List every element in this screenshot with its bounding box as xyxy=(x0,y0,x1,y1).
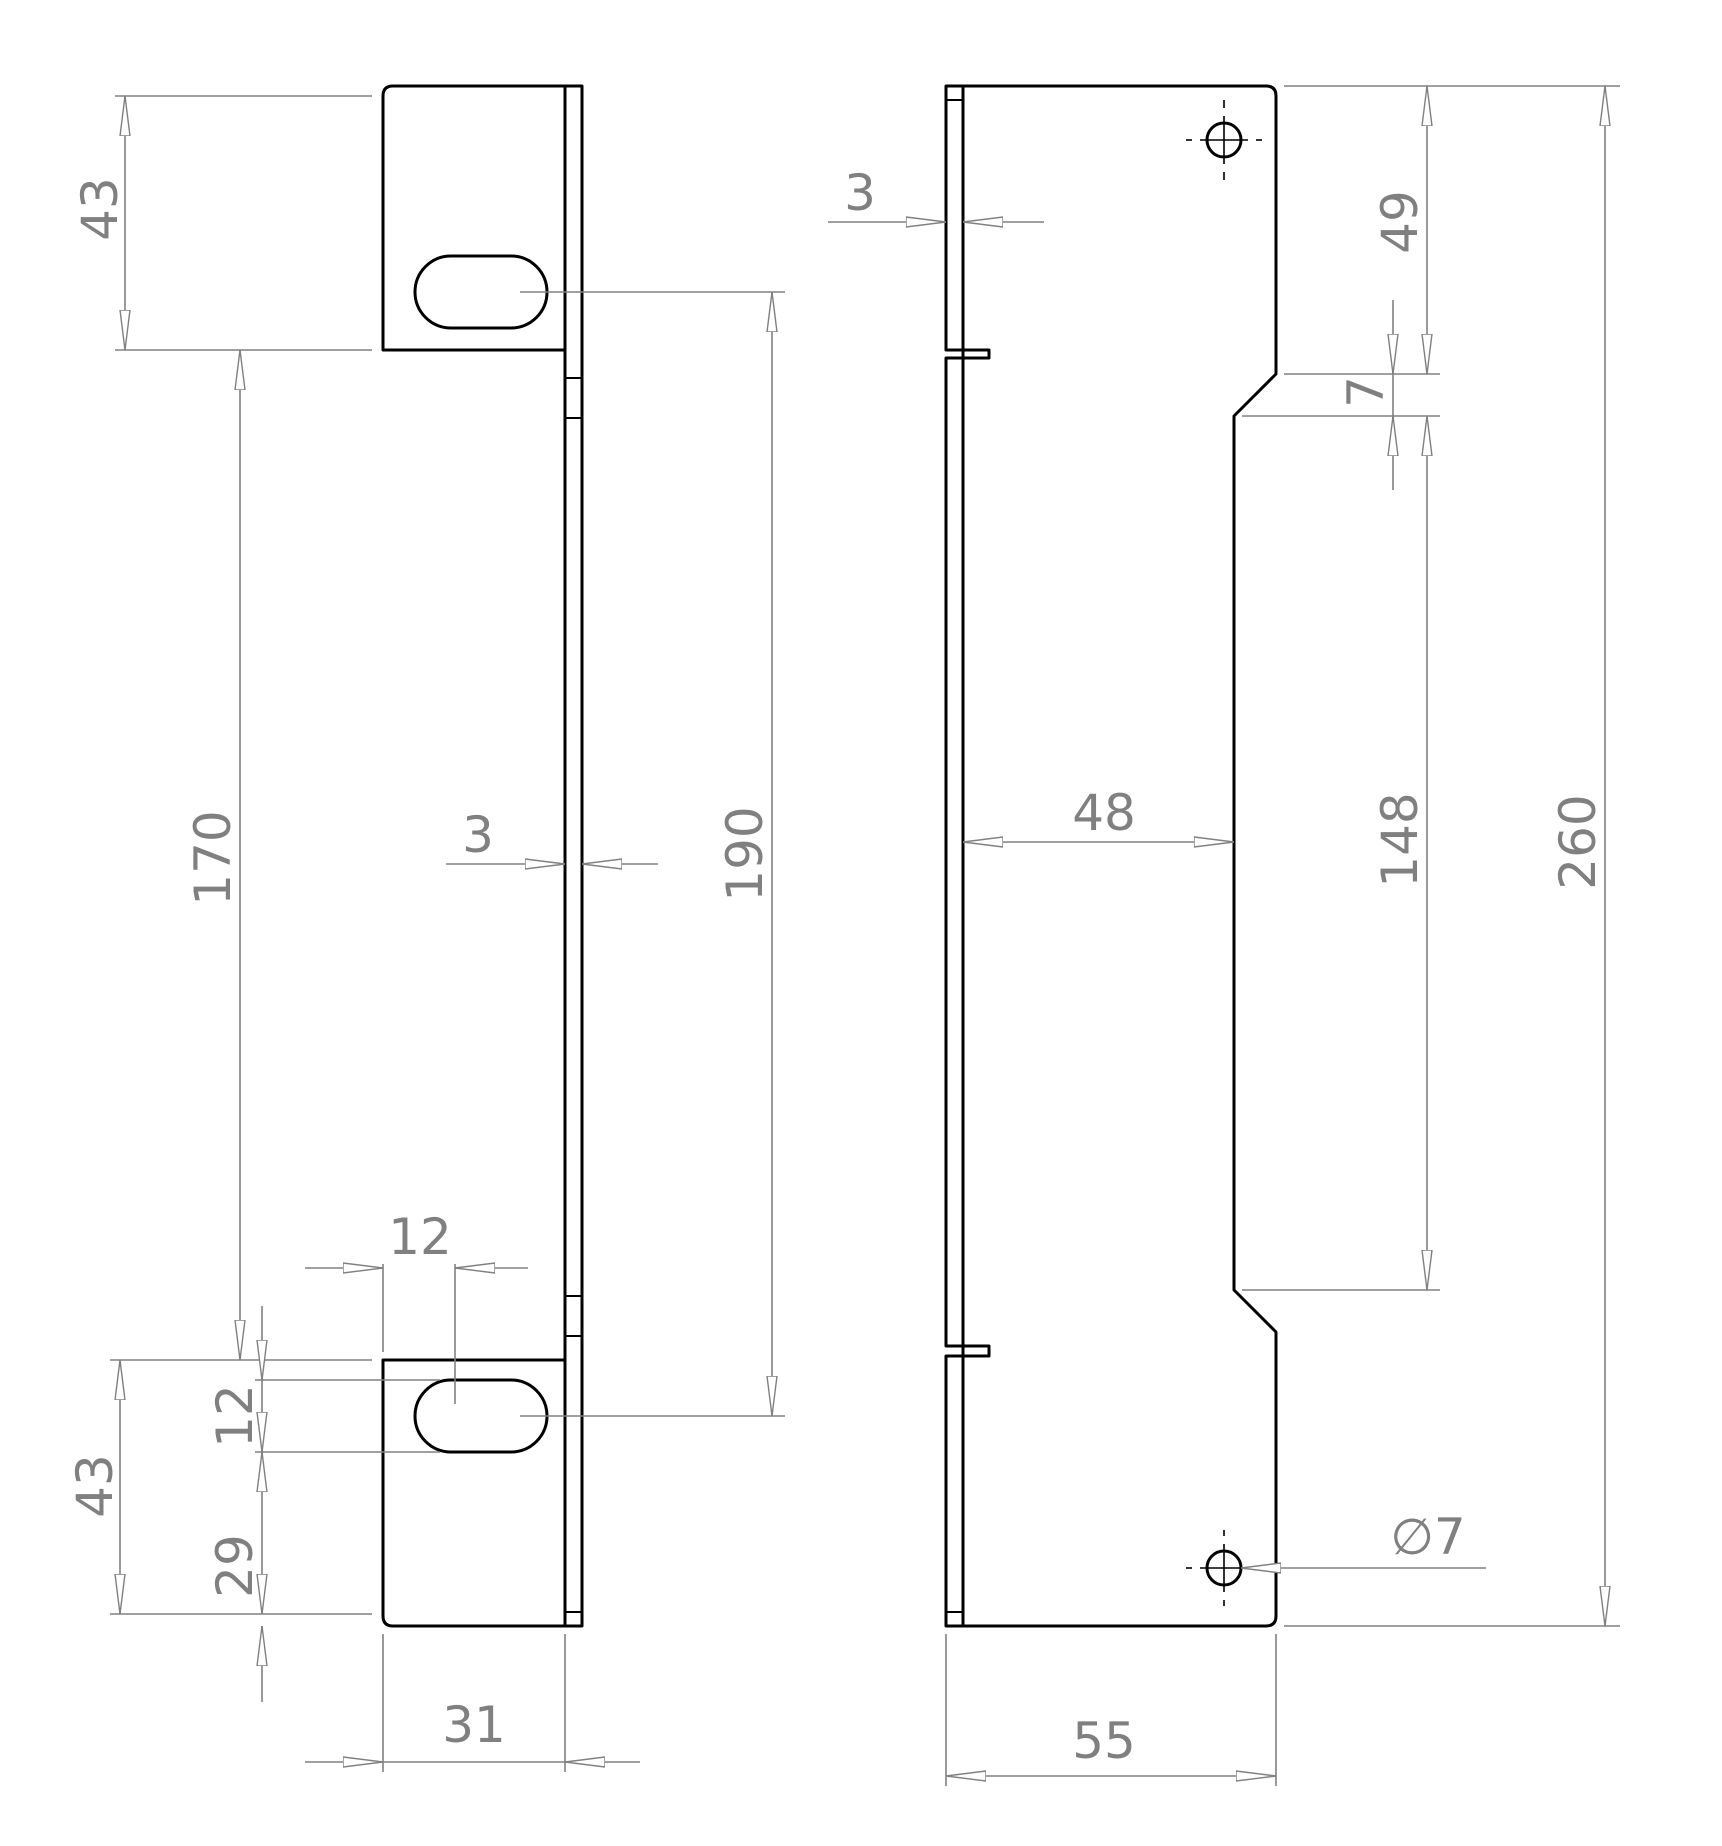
dim-chamfer: 7 xyxy=(1337,376,1395,408)
bottom-flange-outline xyxy=(381,1358,567,1628)
dim-top-flange-height: 43 xyxy=(71,177,129,241)
top-hole xyxy=(1186,100,1262,180)
dim-total-width: 55 xyxy=(1072,1712,1136,1770)
front-flange-strip xyxy=(944,84,991,1628)
dim-hole-offset-top: 49 xyxy=(1371,190,1429,254)
dim-hole-diameter: ∅7 xyxy=(1390,1508,1465,1566)
front-plate-outline xyxy=(961,84,1278,1628)
dim-slot-offset-bottom: 29 xyxy=(206,1534,264,1598)
dim-flange-width: 31 xyxy=(442,1696,506,1754)
top-flange-outline xyxy=(381,84,567,352)
dim-side-plate-thickness: 3 xyxy=(462,806,494,864)
vertical-plate-outline xyxy=(563,84,584,1628)
bottom-hole xyxy=(1186,1530,1248,1606)
dim-slot-spacing-outer: 190 xyxy=(716,806,774,901)
dim-slot-length: 12 xyxy=(388,1208,452,1266)
front-view: 3 49 7 148 260 48 ∅7 55 xyxy=(828,84,1620,1786)
dim-front-plate-thickness: 3 xyxy=(844,164,876,222)
side-view: 43 170 3 190 12 43 12 29 xyxy=(66,84,785,1772)
dim-narrow-width: 48 xyxy=(1072,784,1136,842)
dim-total-length: 260 xyxy=(1549,794,1607,889)
dim-narrow-length: 148 xyxy=(1371,792,1429,887)
dim-slot-width: 12 xyxy=(206,1384,264,1448)
dim-slot-spacing-inner: 170 xyxy=(184,810,242,905)
dim-bottom-flange-height: 43 xyxy=(66,1454,124,1518)
